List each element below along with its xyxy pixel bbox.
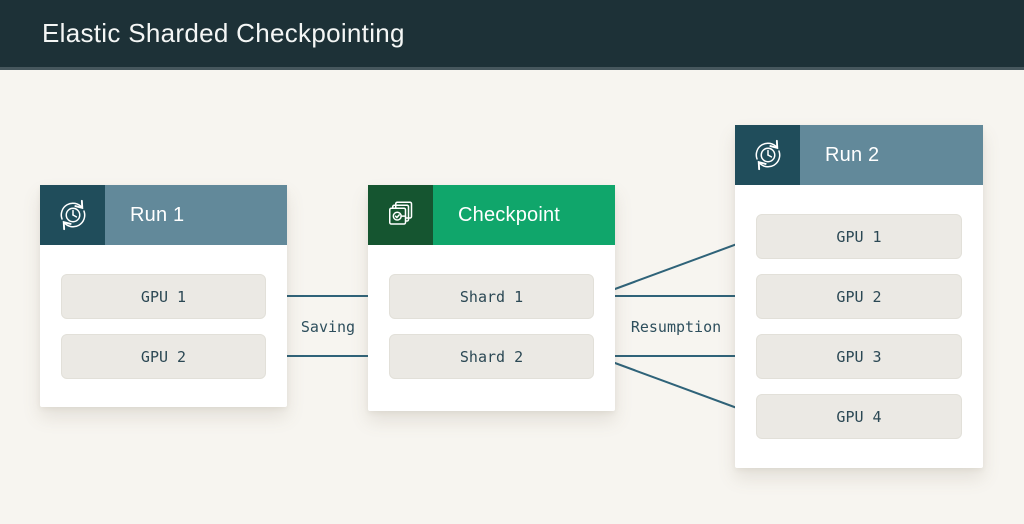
card-checkpoint: Checkpoint Shard 1 Shard 2 <box>368 185 615 411</box>
card-run2-header: Run 2 <box>735 125 983 185</box>
run1-gpu1-box: GPU 1 <box>61 274 266 319</box>
card-run1-body: GPU 1 GPU 2 <box>40 245 287 379</box>
checkpoint-shard2-box: Shard 2 <box>389 334 594 379</box>
card-run2-body: GPU 1 GPU 2 GPU 3 GPU 4 <box>735 185 983 439</box>
card-run1-title: Run 1 <box>130 204 184 227</box>
diagram-canvas: Run 1 GPU 1 GPU 2 <box>0 70 1024 524</box>
card-run1-header: Run 1 <box>40 185 287 245</box>
arrow-shard2-gpu4 <box>596 356 756 415</box>
card-run2-title: Run 2 <box>825 144 879 167</box>
card-checkpoint-body: Shard 1 Shard 2 <box>368 245 615 379</box>
run2-gpu1-box: GPU 1 <box>756 214 962 259</box>
run2-gpu2-box: GPU 2 <box>756 274 962 319</box>
run2-gpu4-box: GPU 4 <box>756 394 962 439</box>
card-checkpoint-title: Checkpoint <box>458 204 560 227</box>
card-checkpoint-header: Checkpoint <box>368 185 615 245</box>
arrow-shard1-gpu1 <box>596 237 756 296</box>
saving-label: Saving <box>301 318 355 336</box>
checkpoint-stack-icon <box>368 185 433 245</box>
title-bar: Elastic Sharded Checkpointing <box>0 0 1024 70</box>
page-title: Elastic Sharded Checkpointing <box>42 18 405 49</box>
run2-gpu3-box: GPU 3 <box>756 334 962 379</box>
resumption-label: Resumption <box>631 318 721 336</box>
card-run2: Run 2 GPU 1 GPU 2 GPU 3 GPU 4 <box>735 125 983 468</box>
card-run1-title-strip: Run 1 <box>105 185 287 245</box>
run1-gpu2-box: GPU 2 <box>61 334 266 379</box>
clock-sync-icon <box>40 185 105 245</box>
card-run2-title-strip: Run 2 <box>800 125 983 185</box>
checkpoint-shard1-box: Shard 1 <box>389 274 594 319</box>
clock-sync-icon <box>735 125 800 185</box>
card-checkpoint-title-strip: Checkpoint <box>433 185 615 245</box>
card-run1: Run 1 GPU 1 GPU 2 <box>40 185 287 407</box>
